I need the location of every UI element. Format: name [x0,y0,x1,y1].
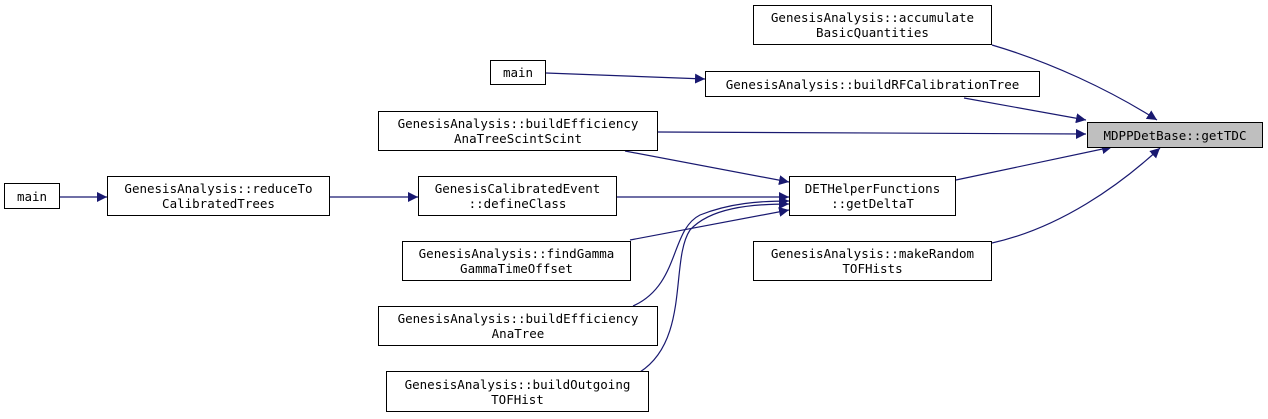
node-build-outgoing-tof-hist[interactable]: GenesisAnalysis::buildOutgoing TOFHist [386,371,649,412]
edge-main1-to-buildrf [545,72,706,84]
node-label-line: ::getDeltaT [831,196,914,211]
edge-buildeffscint-to-getdeltat [624,150,790,186]
node-build-efficiency-ana-tree[interactable]: GenesisAnalysis::buildEfficiency AnaTree [378,306,658,346]
node-build-efficiency-ana-tree-scint-scint[interactable]: GenesisAnalysis::buildEfficiency AnaTree… [378,111,658,151]
node-label-line: DETHelperFunctions [804,181,941,196]
node-mdppdetbase-gettdc: MDPPDetBase::getTDC [1087,122,1263,148]
node-label-line: BasicQuantities [816,25,929,40]
node-label-line: MDPPDetBase::getTDC [1103,127,1247,143]
node-reduce-to-calibrated-trees[interactable]: GenesisAnalysis::reduceTo CalibratedTree… [107,176,330,216]
node-label-line: TOFHist [491,391,544,407]
node-accumulate-basic-quantities[interactable]: GenesisAnalysis::accumulate BasicQuantit… [753,5,992,45]
node-label-line: ::defineClass [468,196,567,211]
edge-accumulate-to-gettdc [991,44,1158,121]
node-label-line: main [16,188,48,204]
node-label-line: GenesisAnalysis::reduceTo [124,181,313,196]
node-label-line: GenesisCalibratedEvent [434,181,601,196]
node-label-line: main [502,65,534,80]
node-main-2[interactable]: main [4,183,60,209]
edge-makerandom-to-gettdc [991,147,1161,244]
node-label-line: GenesisAnalysis::makeRandom [770,246,975,261]
node-label-line: CalibratedTrees [162,196,275,211]
node-label-line: GenesisAnalysis::buildOutgoing [404,376,631,392]
node-label-line: GenesisAnalysis::findGamma [418,246,615,261]
node-label-line: GenesisAnalysis::accumulate [770,10,975,25]
edge-buildrf-to-gettdc [963,97,1087,124]
edge-buildeffscint-to-gettdc [657,128,1087,139]
node-dethelperfunctions-getdeltat[interactable]: DETHelperFunctions ::getDeltaT [789,176,956,216]
node-label-line: GenesisAnalysis::buildEfficiency [397,116,639,131]
edge-buildoutgoing-to-getdeltat [639,199,790,373]
node-label-line: GenesisAnalysis::buildRFCalibrationTree [725,76,1020,92]
node-label-line: AnaTreeScintScint [454,131,582,146]
node-build-rf-calibration-tree[interactable]: GenesisAnalysis::buildRFCalibrationTree [705,71,1040,97]
node-genesis-calibrated-event-define-class[interactable]: GenesisCalibratedEvent ::defineClass [418,176,617,216]
node-find-gamma-gamma-time-offset[interactable]: GenesisAnalysis::findGamma GammaTimeOffs… [402,241,631,281]
edge-findgamma-to-getdeltat [629,206,790,241]
node-main-1[interactable]: main [490,60,546,85]
node-label-line: GenesisAnalysis::buildEfficiency [397,311,639,326]
node-label-line: TOFHists [842,261,903,276]
node-make-random-tof-hists[interactable]: GenesisAnalysis::makeRandom TOFHists [753,241,992,281]
edge-buildeffana-to-getdeltat [632,196,790,307]
node-label-line: GammaTimeOffset [460,261,573,276]
edge-getdeltat-to-gettdc [955,144,1113,181]
node-label-line: AnaTree [491,326,545,341]
